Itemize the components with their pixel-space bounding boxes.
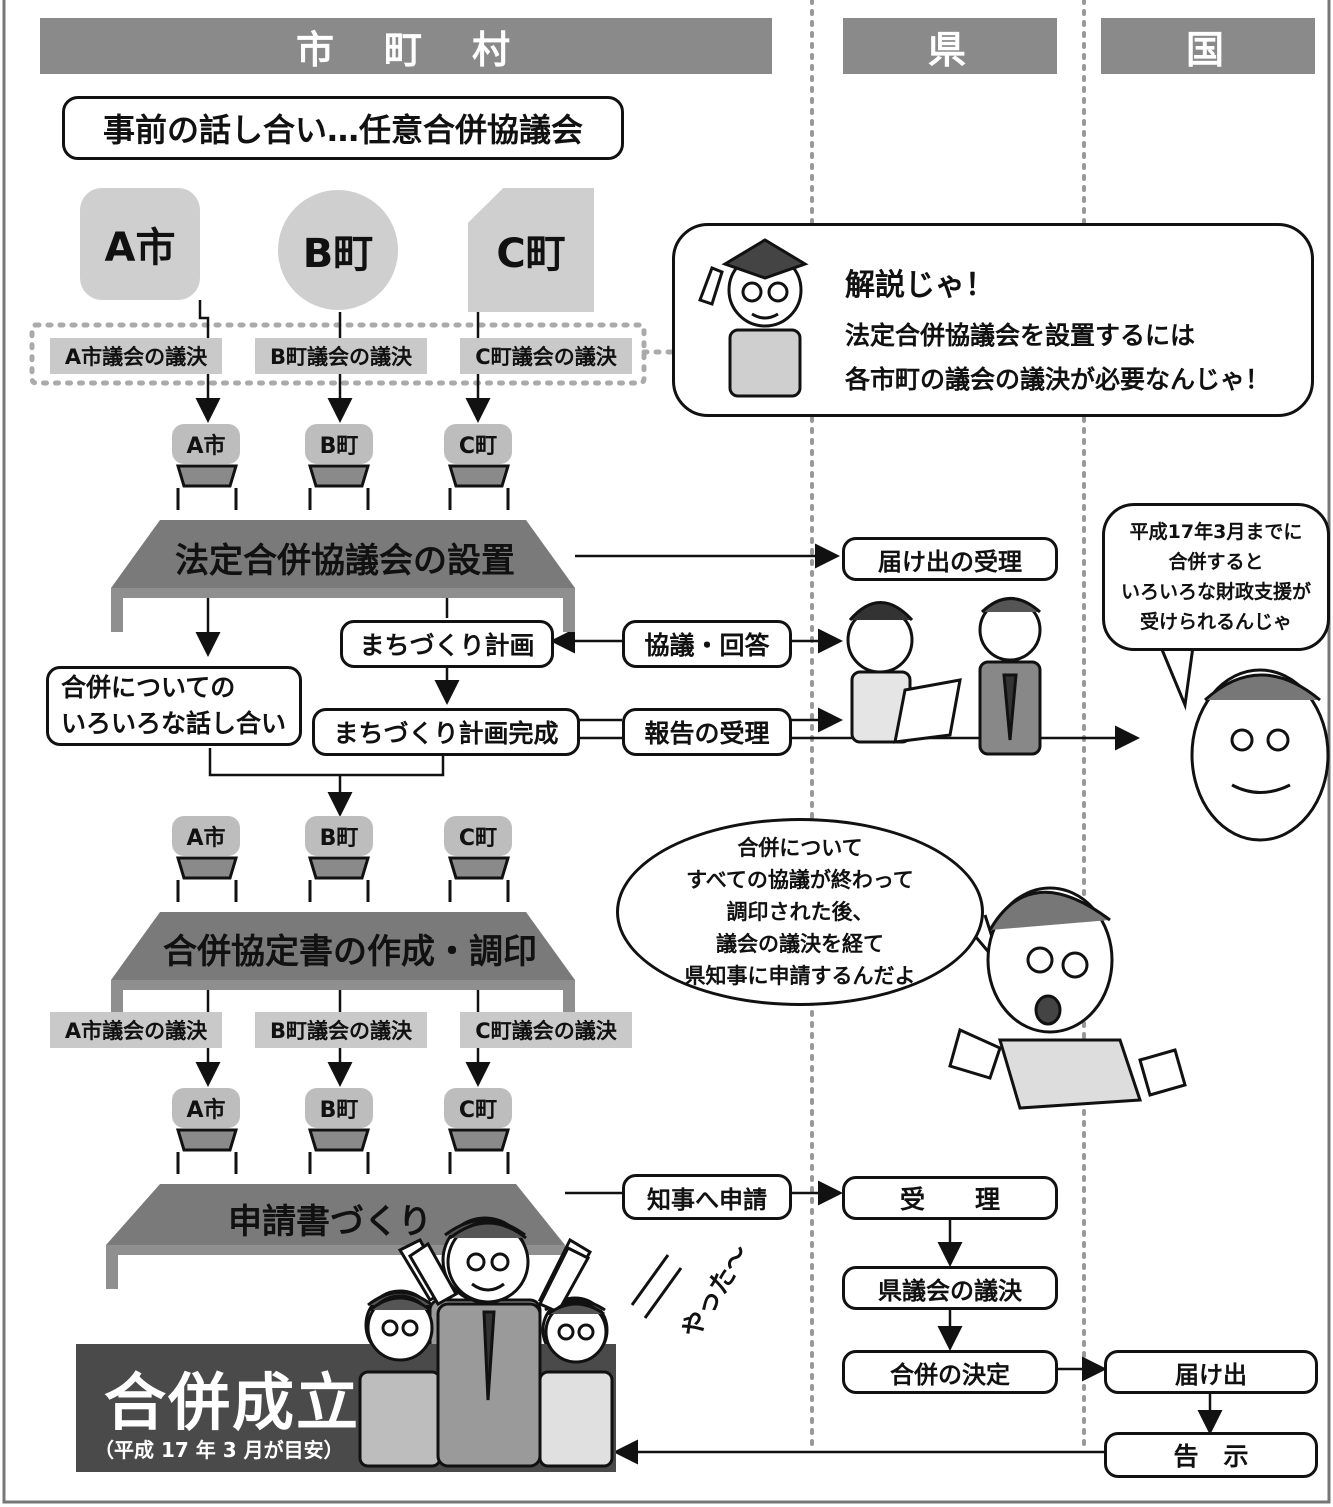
finance-line-4: 受けられるんじゃ (1139, 611, 1292, 633)
council-vote-b: B町議会の議決 (255, 338, 427, 374)
agreement-title: 合併協定書の作成・調印 (163, 932, 537, 972)
explanation-bubble: 解説じゃ！ 法定合併協議会を設置するには 各市町の議会の議決が必要なんじゃ！ (672, 223, 1314, 417)
council-vote-a-2: A市議会の議決 (50, 1012, 222, 1048)
notification-receipt-box: 届け出の受理 (842, 537, 1058, 581)
agreement-line-3: 調印された後、 (726, 900, 874, 924)
merger-discussion-line-2: いろいろな話し合い (61, 709, 287, 738)
report-receipt-box: 報告の受理 (622, 708, 792, 756)
seat-label-b: B町 (305, 424, 373, 464)
merger-discussion-line-1: 合併についての (61, 673, 236, 702)
agreement-line-1: 合併について (737, 836, 863, 860)
agreement-bubble: 合併について すべての協議が終わって 調印された後、 議会の議決を経て 県知事に… (616, 818, 984, 1006)
seat-label-c: C町 (444, 424, 512, 464)
table-shapes (106, 520, 575, 1289)
merger-decision-box: 合併の決定 (842, 1350, 1058, 1394)
finance-line-1: 平成17年3月までに (1129, 521, 1303, 543)
application-prep-title: 申請書づくり (228, 1202, 432, 1242)
elder-figure (1190, 668, 1330, 842)
seat-label-a-2: A市 (172, 816, 240, 856)
header-municipality: 市 町 村 (40, 18, 772, 74)
agreement-line-2: すべての協議が終わって (686, 868, 914, 892)
notification-box: 届け出 (1104, 1350, 1318, 1394)
merger-established-panel: 合併成立 （平成 17 年 3 月が目安） (76, 1344, 616, 1472)
apply-governor-box: 知事へ申請 (622, 1174, 792, 1220)
seat-label-b-3: B町 (305, 1088, 373, 1128)
council-vote-c-2: C町議会の議決 (460, 1012, 632, 1048)
council-setup-title: 法定合併協議会の設置 (175, 541, 515, 581)
cheer-lines (630, 1254, 683, 1319)
municipality-b: B町 (278, 190, 398, 310)
municipality-c: C町 (468, 188, 594, 312)
pref-council-vote-box: 県議会の議決 (842, 1266, 1058, 1310)
receipt-box: 受 理 (842, 1176, 1058, 1220)
finance-line-3: いろいろな財政支援が (1120, 581, 1311, 603)
seat-label-b-2: B町 (305, 816, 373, 856)
merger-discussion-box: 合併についての いろいろな話し合い (46, 666, 302, 746)
seat-label-c-2: C町 (444, 816, 512, 856)
explanation-line-2: 各市町の議会の議決が必要なんじゃ！ (845, 365, 1271, 394)
town-plan-box: まちづくり計画 (340, 620, 554, 668)
consult-answer-box: 協議・回答 (622, 620, 792, 668)
header-prefecture: 県 (843, 18, 1057, 74)
council-vote-a: A市議会の議決 (50, 338, 222, 374)
man-figure (948, 886, 1187, 1110)
agreement-line-5: 県知事に申請するんだよ (684, 964, 916, 988)
town-plan-complete-box: まちづくり計画完成 (312, 708, 580, 756)
merger-established-title: 合併成立 (104, 1366, 361, 1439)
preliminary-meeting-box: 事前の話し合い…任意合併協議会 (62, 96, 624, 160)
merger-established-subtitle: （平成 17 年 3 月が目安） (94, 1438, 344, 1462)
municipality-a: A市 (80, 188, 200, 300)
header-nation: 国 (1101, 18, 1315, 74)
seat-label-a-3: A市 (172, 1088, 240, 1128)
official-figures (846, 597, 1042, 756)
finance-bubble: 平成17年3月までに 合併すると いろいろな財政支援が 受けられるんじゃ (1102, 503, 1330, 651)
explanation-line-1: 法定合併協議会を設置するには (845, 321, 1196, 350)
agreement-line-4: 議会の議決を経て (716, 932, 884, 956)
finance-line-2: 合併すると (1168, 551, 1264, 573)
seat-label-a: A市 (172, 424, 240, 464)
proclamation-box: 告 示 (1104, 1432, 1318, 1478)
council-vote-b-2: B町議会の議決 (255, 1012, 427, 1048)
seat-label-c-3: C町 (444, 1088, 512, 1128)
council-vote-c: C町議会の議決 (460, 338, 632, 374)
explanation-title: 解説じゃ！ (845, 268, 995, 303)
